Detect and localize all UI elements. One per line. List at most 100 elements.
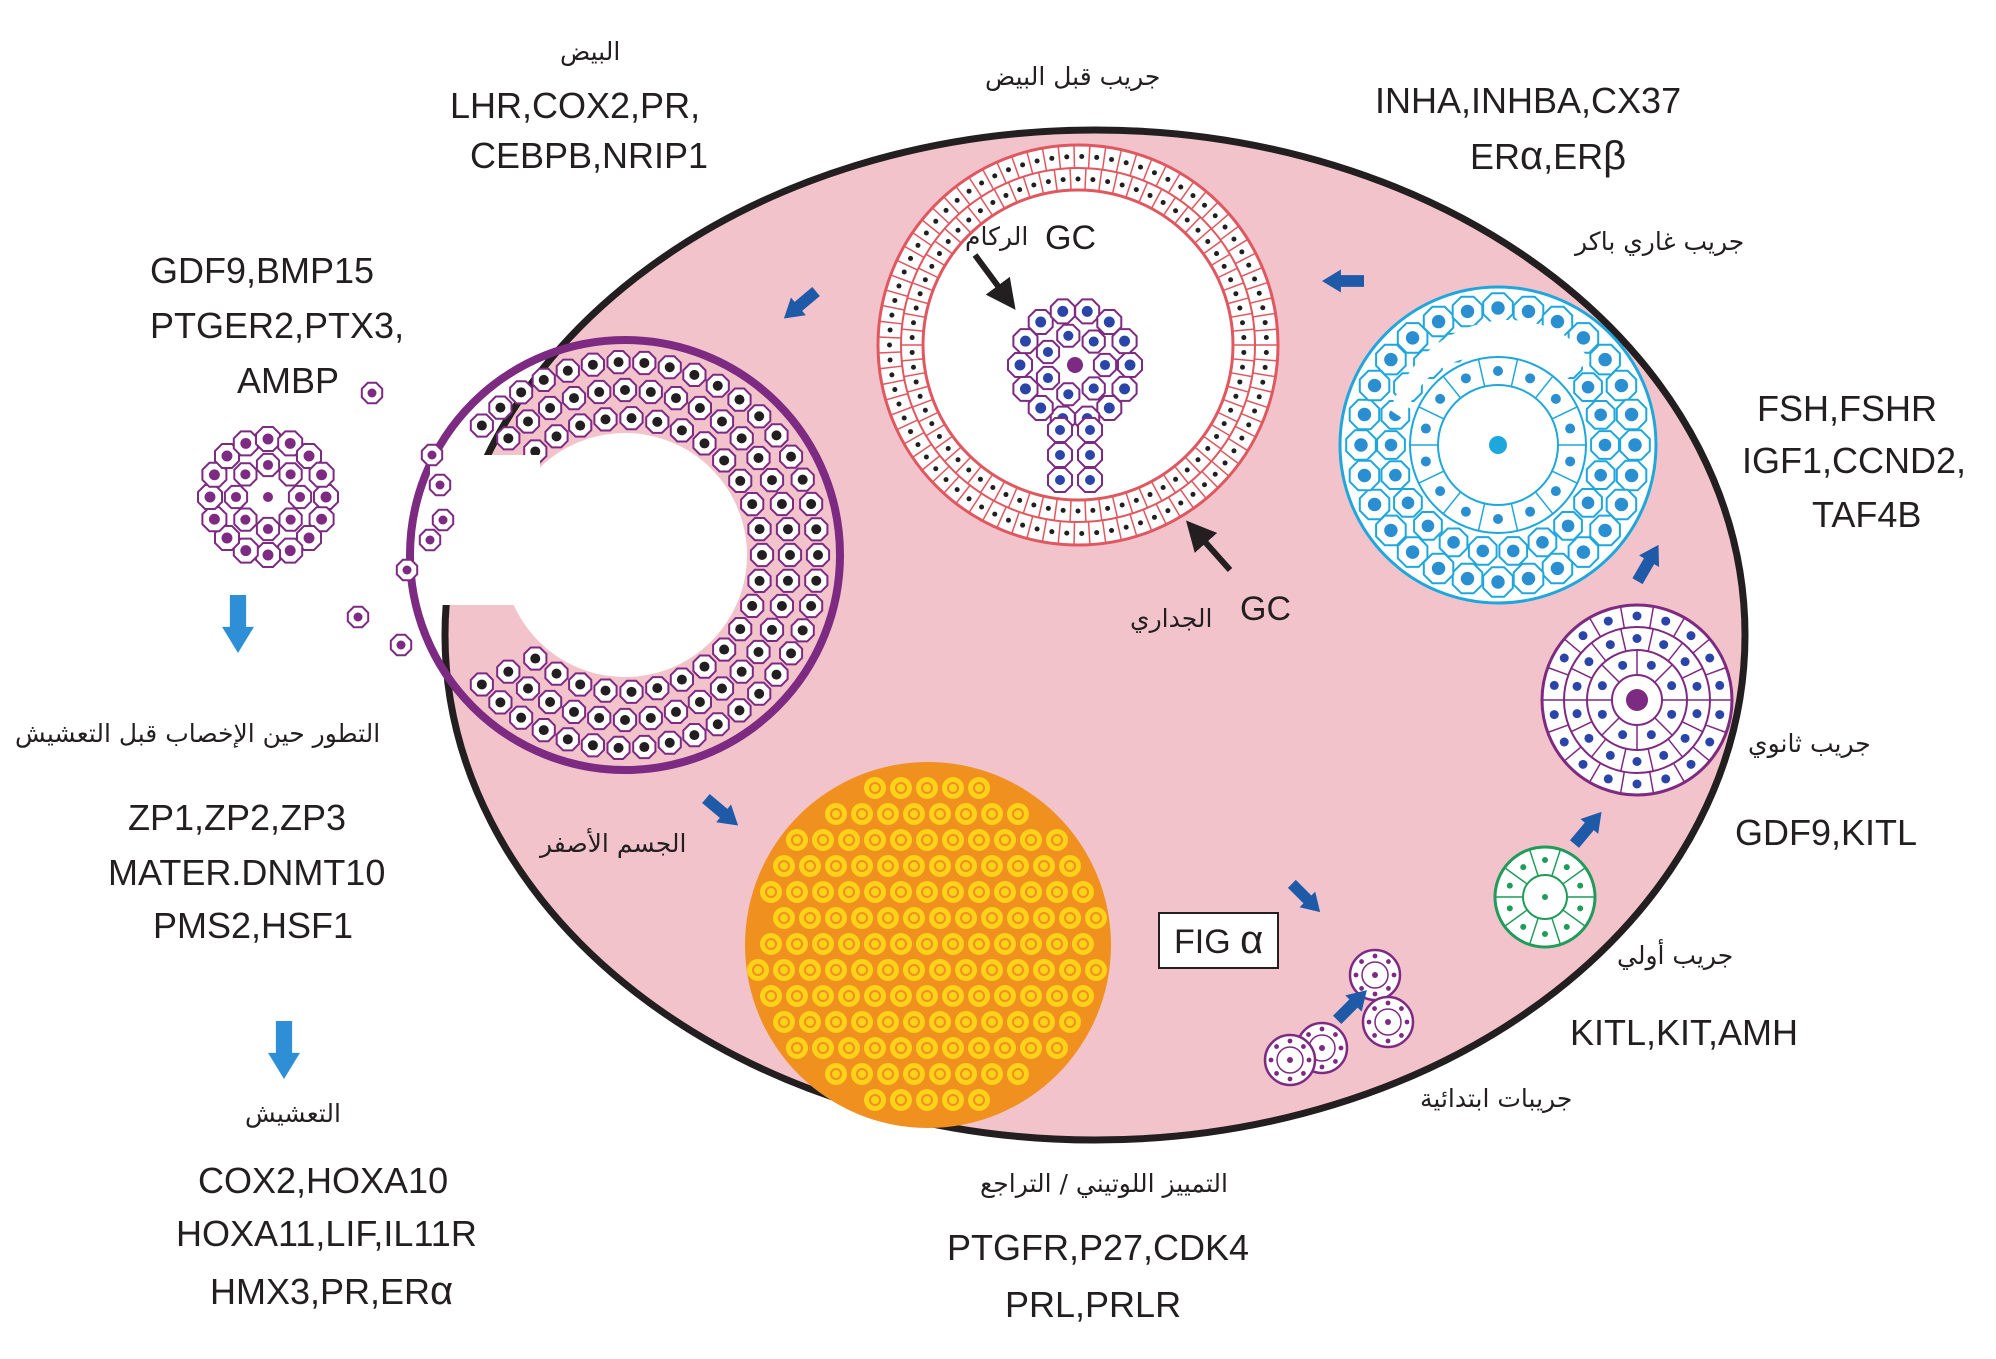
- cell-nucleus: [1034, 526, 1040, 532]
- oocyte-membrane: [1361, 961, 1389, 989]
- luteal-cell: [1020, 881, 1042, 903]
- cell-nucleus: [936, 251, 942, 257]
- cell-divider: [1619, 606, 1626, 629]
- cell-divider: [1620, 628, 1627, 652]
- cell-nucleus: [1460, 304, 1475, 319]
- cell-nucleus: [830, 964, 842, 976]
- cell-divider: [1601, 664, 1620, 683]
- cell-divider: [943, 475, 960, 494]
- cell-nucleus: [908, 1068, 920, 1080]
- cell-nucleus: [1025, 938, 1037, 950]
- cell-nucleus: [712, 719, 723, 730]
- luteal-cell: [890, 985, 912, 1007]
- cell-divider: [1232, 358, 1255, 362]
- cell-divider: [1098, 169, 1103, 192]
- cell-nucleus: [915, 242, 921, 248]
- luteinization-title: التمييز اللوتيني / التراجع: [980, 1169, 1228, 1198]
- cell-nucleus: [843, 938, 855, 950]
- cell-nucleus: [921, 834, 933, 846]
- cell-nucleus: [1060, 177, 1066, 183]
- cell-divider: [1111, 172, 1119, 195]
- cell-nucleus: [569, 706, 580, 717]
- cell-nucleus: [1550, 393, 1561, 404]
- cell-nucleus: [1632, 611, 1642, 621]
- cell-nucleus: [1184, 217, 1190, 223]
- cell-nucleus: [1576, 545, 1591, 559]
- cell-nucleus: [645, 712, 656, 723]
- luteal-cell: [851, 803, 873, 825]
- luteal-cell: [994, 933, 1016, 955]
- cell-nucleus: [1578, 631, 1588, 641]
- cell-nucleus: [786, 451, 797, 462]
- cell-nucleus: [208, 513, 220, 525]
- cell-divider: [1026, 151, 1034, 175]
- implantation-genes-line3: HMX3,PR,ERα: [210, 1268, 453, 1314]
- cell-divider: [1418, 406, 1445, 420]
- cell-divider: [1101, 520, 1107, 544]
- cell-divider: [1217, 411, 1238, 423]
- cell-divider: [1705, 724, 1727, 734]
- oocyte-genes-line3: AMBP: [237, 360, 340, 401]
- luteal-cell: [786, 1037, 808, 1059]
- oocyte: [1626, 689, 1648, 711]
- cell-nucleus: [575, 420, 586, 431]
- cell-nucleus: [230, 491, 242, 503]
- cell-nucleus: [1012, 860, 1024, 872]
- cell-nucleus: [915, 442, 921, 448]
- cell-nucleus: [620, 385, 630, 395]
- cell-nucleus: [955, 227, 961, 233]
- cell-nucleus: [1012, 912, 1024, 924]
- cell-nucleus: [1659, 640, 1669, 650]
- luteal-cell: [825, 1011, 847, 1033]
- cell-nucleus: [895, 834, 907, 846]
- cell-nucleus: [747, 600, 758, 611]
- cell-divider: [1647, 748, 1654, 772]
- cell-nucleus: [817, 886, 829, 898]
- cell-nucleus: [992, 173, 998, 179]
- cell-nucleus: [830, 860, 842, 872]
- cell-nucleus: [1003, 492, 1009, 498]
- cell-nucleus: [990, 485, 996, 491]
- cell-divider: [1252, 372, 1276, 378]
- cell-divider: [878, 336, 902, 339]
- cell-nucleus: [1119, 335, 1131, 347]
- cell-nucleus: [694, 697, 705, 708]
- luteal-cell: [1033, 1011, 1055, 1033]
- alpha-symbol: α: [1240, 918, 1264, 962]
- cell-nucleus: [1005, 167, 1011, 173]
- cell-nucleus: [652, 683, 663, 694]
- ovulation-title: البيض: [560, 37, 621, 66]
- cell-nucleus: [1319, 1026, 1325, 1032]
- cell-nucleus: [1550, 314, 1565, 329]
- cell-divider: [1007, 181, 1018, 203]
- cell-nucleus: [1520, 923, 1527, 930]
- cell-divider: [1190, 480, 1207, 499]
- cell-divider: [1069, 168, 1072, 191]
- cell-nucleus: [986, 912, 998, 924]
- cell-nucleus: [1019, 335, 1031, 347]
- cell-nucleus: [960, 1068, 972, 1080]
- cell-nucleus: [955, 457, 961, 463]
- cell-nucleus: [889, 372, 895, 378]
- cell-nucleus: [1598, 352, 1612, 367]
- cell-nucleus: [1051, 1042, 1063, 1054]
- cell-nucleus: [1372, 1006, 1377, 1011]
- cell-nucleus: [1133, 187, 1139, 193]
- cell-divider: [955, 456, 972, 474]
- mural-gc-label: GC: [1240, 590, 1291, 628]
- cell-nucleus: [1233, 393, 1239, 399]
- cell-nucleus: [284, 437, 296, 449]
- cell-nucleus: [694, 402, 705, 413]
- cell-nucleus: [843, 834, 855, 846]
- luteal-cell: [916, 1037, 938, 1059]
- cell-nucleus: [806, 600, 817, 611]
- cell-divider: [1037, 495, 1045, 518]
- corpus-luteum: [745, 762, 1111, 1128]
- cumulus-gc-label: GC: [1045, 219, 1096, 257]
- cell-nucleus: [765, 886, 777, 898]
- preimplantation-genes-line3: PMS2,HSF1: [153, 905, 354, 946]
- cell-nucleus: [973, 782, 985, 794]
- cell-nucleus: [476, 420, 487, 431]
- cell-nucleus: [1212, 471, 1218, 477]
- cell-nucleus: [817, 1042, 829, 1054]
